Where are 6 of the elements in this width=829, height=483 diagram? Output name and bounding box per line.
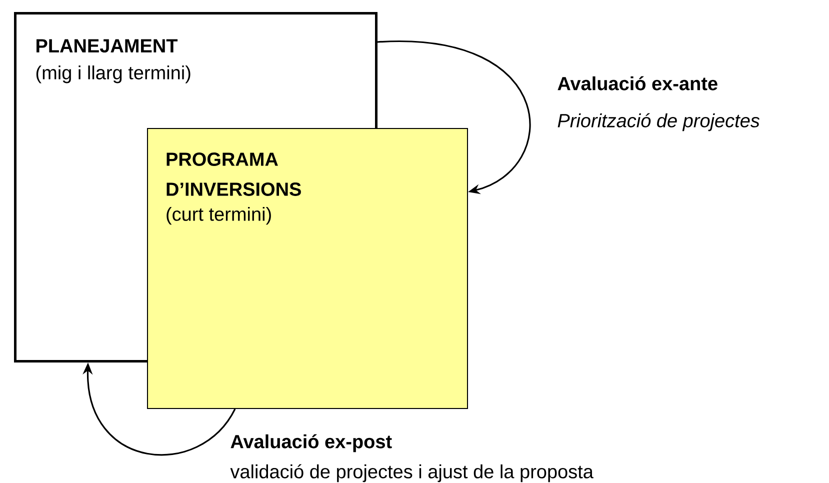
edge-label: Avaluació ex-ante xyxy=(557,76,718,90)
description-text: validació de projectes i ajust de la proposta xyxy=(230,464,594,482)
note-box: PROGRAMA D’INVERSIONS (curt termini) xyxy=(147,128,468,409)
description-text: Priorització de projectes xyxy=(558,113,760,132)
curved-arrow xyxy=(378,41,531,194)
edge-label: Avaluació ex-post xyxy=(230,434,392,452)
